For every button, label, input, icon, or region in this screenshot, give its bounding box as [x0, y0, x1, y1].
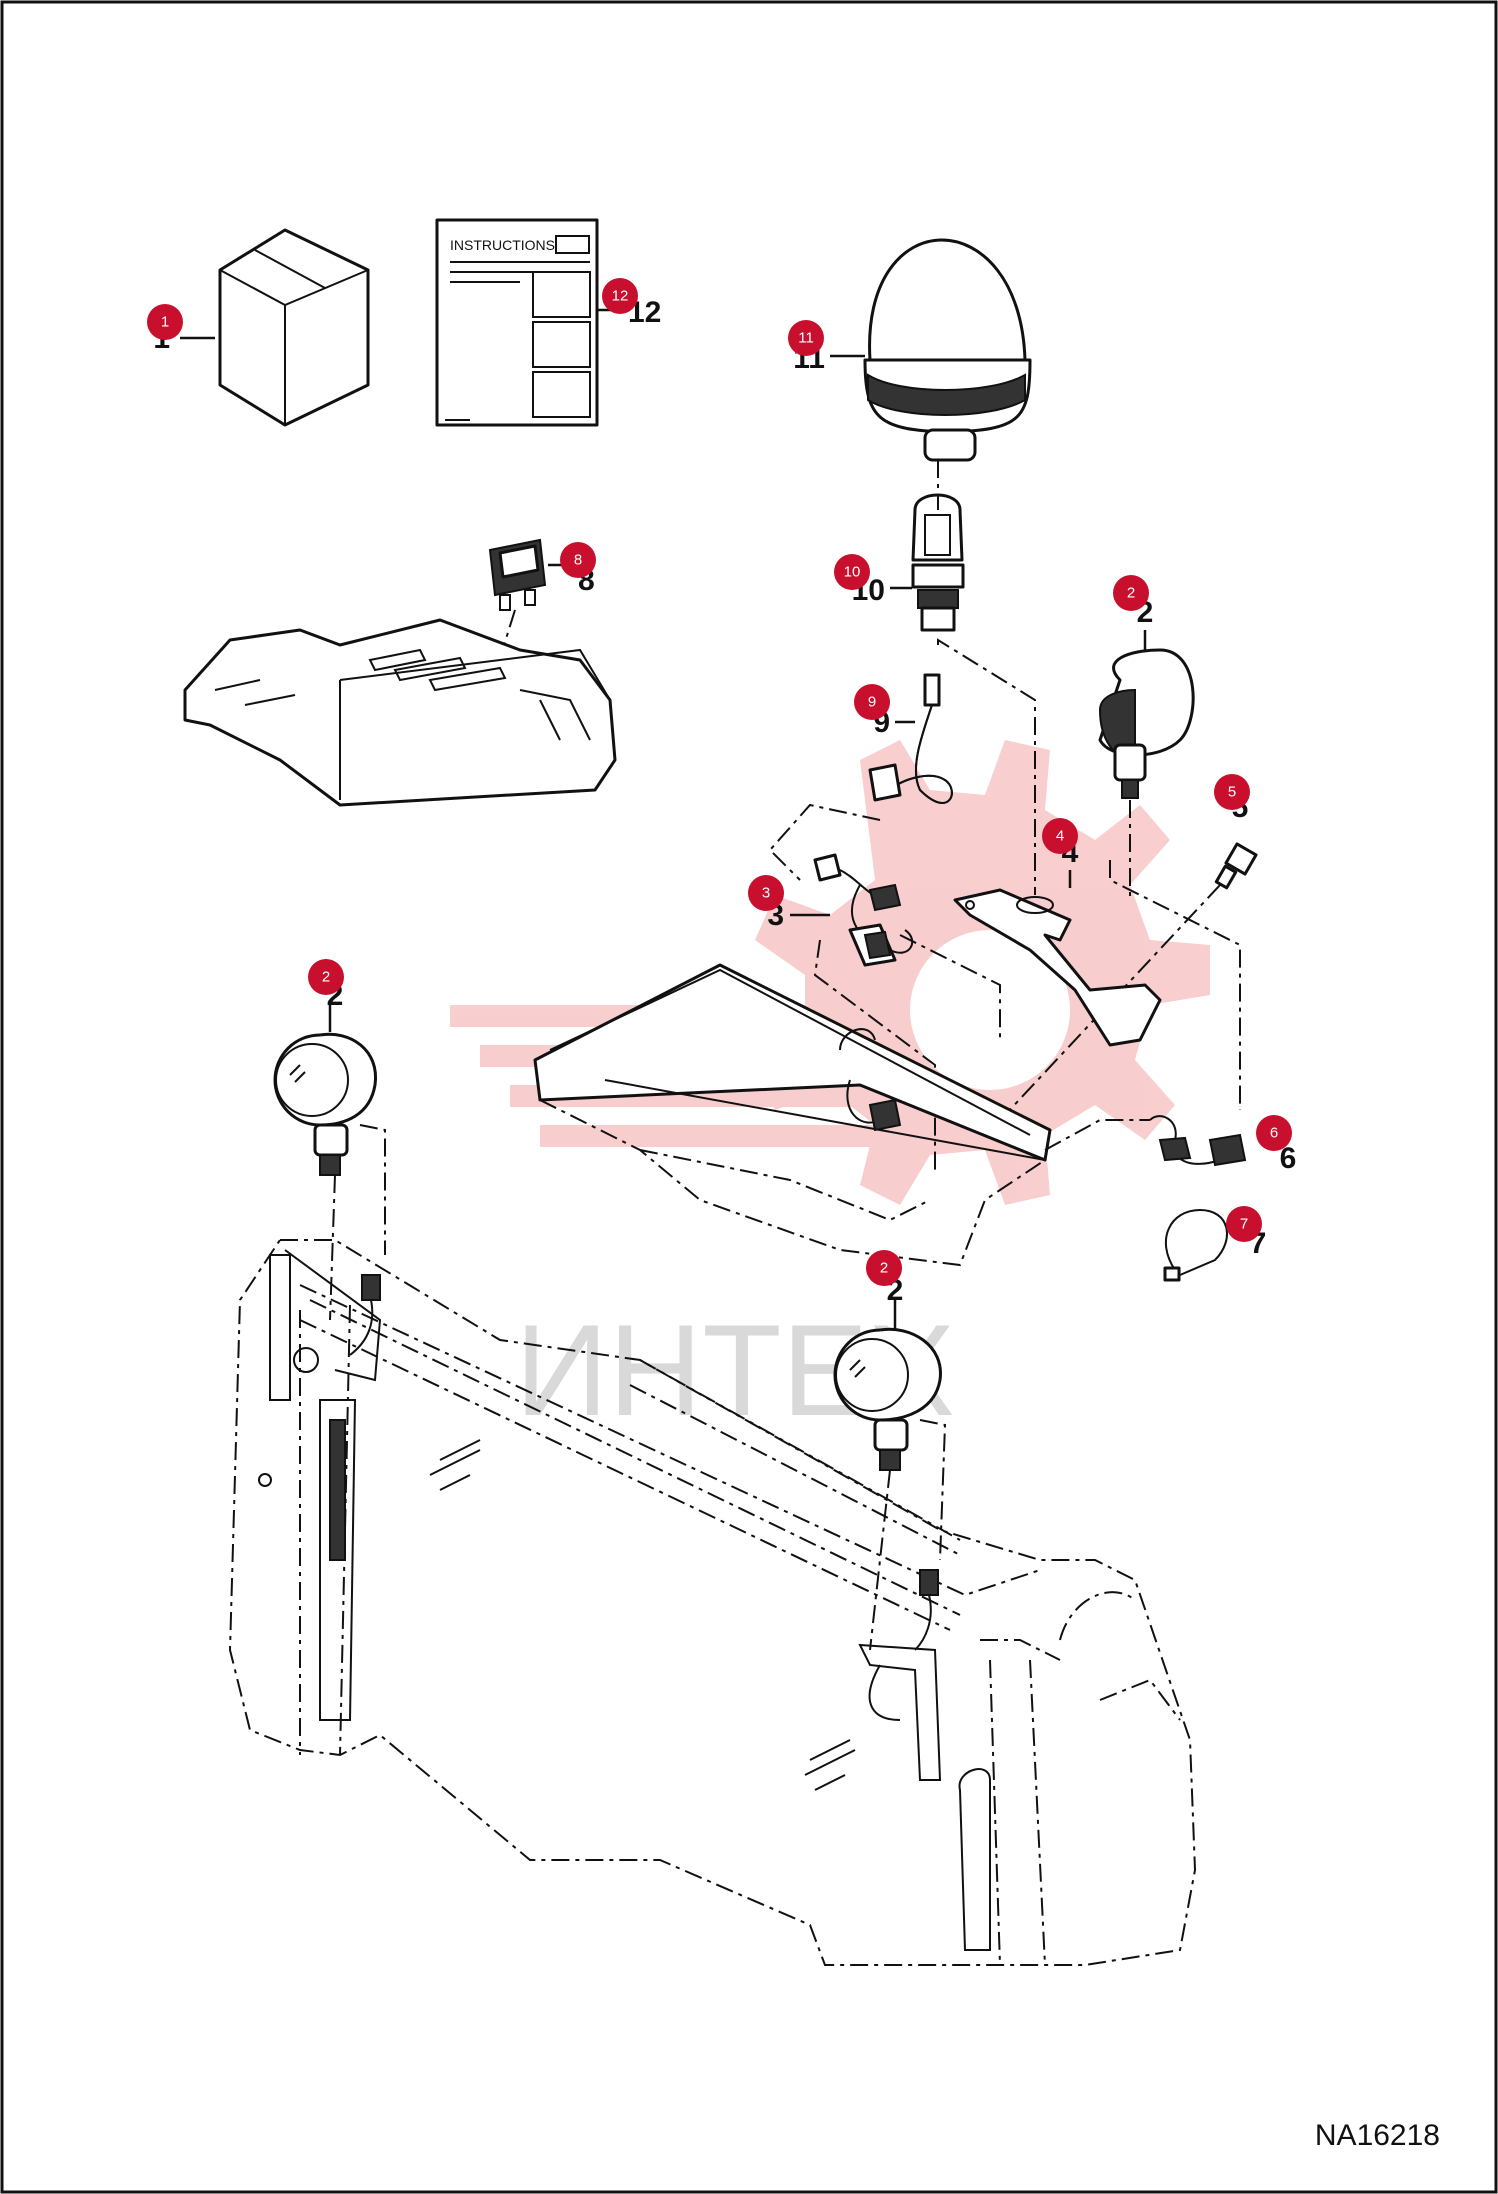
callout-badge[interactable]: 4 — [1042, 818, 1078, 854]
figure-code: NA16218 — [1315, 2119, 1440, 2152]
svg-text:10: 10 — [844, 564, 861, 581]
callout-badge[interactable]: 9 — [854, 684, 890, 720]
svg-text:7: 7 — [1240, 1216, 1248, 1233]
svg-text:1: 1 — [161, 314, 169, 331]
svg-text:11: 11 — [798, 330, 814, 347]
right-cab-post — [804, 1643, 991, 1951]
callout-badge[interactable]: 12 — [602, 278, 638, 314]
wiring-harness-top — [813, 853, 914, 967]
left-light-connector — [349, 1274, 381, 1356]
part-box — [218, 228, 370, 427]
callout-badge[interactable]: 2 — [866, 1250, 902, 1286]
harness-connector-center — [846, 1079, 902, 1132]
mounting-bracket — [953, 888, 1162, 1047]
rocker-switch — [488, 538, 547, 611]
left-cab-post — [258, 1249, 481, 1721]
callout-badge[interactable]: 2 — [1113, 575, 1149, 611]
callout-badge[interactable]: 5 — [1214, 774, 1250, 810]
svg-text:5: 5 — [1228, 784, 1236, 801]
instructions-label: INSTRUCTIONS — [450, 237, 555, 253]
callout-badge[interactable]: 2 — [308, 959, 344, 995]
svg-text:4: 4 — [1056, 828, 1064, 845]
beacon-mount — [911, 493, 965, 632]
work-light-left — [273, 1032, 378, 1176]
wire-lead — [868, 673, 953, 804]
svg-text:8: 8 — [574, 552, 582, 569]
callout-badge[interactable]: 10 — [834, 554, 870, 590]
svg-text:6: 6 — [1270, 1125, 1278, 1142]
svg-text:3: 3 — [762, 885, 770, 902]
instructions-sheet: INSTRUCTIONS — [435, 218, 599, 427]
wiring-harness-right — [1149, 1115, 1247, 1167]
callout-badge[interactable]: 11 — [788, 320, 824, 356]
cab-frame — [228, 1239, 1197, 1966]
svg-text:2: 2 — [880, 1260, 888, 1277]
svg-text:6: 6 — [1280, 1142, 1297, 1175]
callout-badge[interactable]: 1 — [147, 304, 183, 340]
svg-text:2: 2 — [1127, 585, 1135, 602]
right-light-connector — [914, 1569, 939, 1651]
overhead-panel — [183, 618, 617, 807]
work-light-right-top — [1098, 648, 1195, 799]
svg-text:9: 9 — [868, 694, 876, 711]
callout-badge[interactable]: 3 — [748, 875, 784, 911]
callout-badge[interactable]: 6 — [1256, 1115, 1292, 1151]
beacon-dome — [863, 238, 1032, 462]
svg-text:12: 12 — [612, 288, 629, 305]
cable-tie — [1163, 1208, 1228, 1282]
bolt — [1214, 842, 1258, 890]
callout-badge[interactable]: 7 — [1226, 1206, 1262, 1242]
svg-text:2: 2 — [322, 969, 330, 986]
work-light-middle — [833, 1327, 942, 1471]
callout-badge[interactable]: 8 — [560, 542, 596, 578]
